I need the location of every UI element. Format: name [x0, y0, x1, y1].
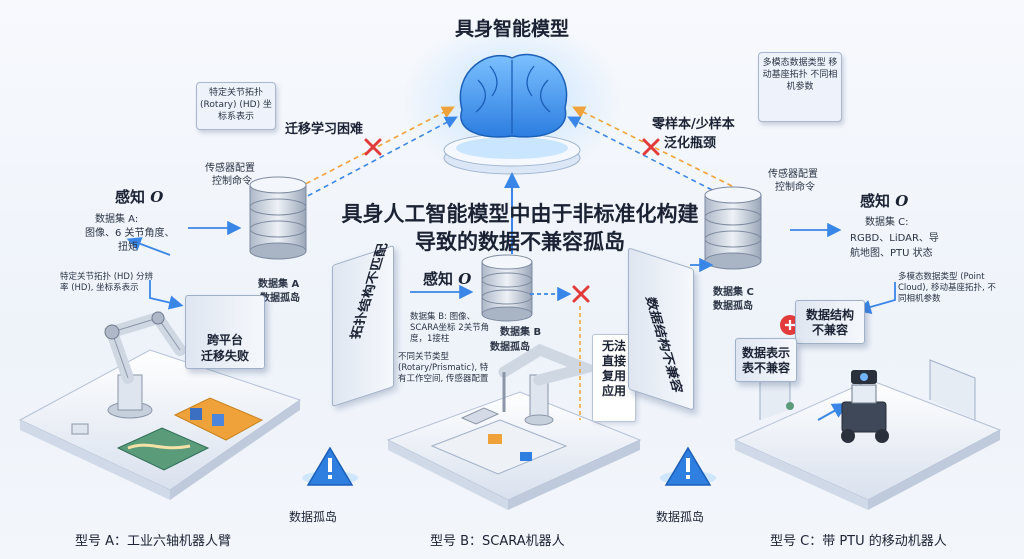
model-c-label: 型号 C：带 PTU 的移动机器人 — [770, 534, 947, 549]
model-a-label: 型号 A：工业六轴机器人臂 — [75, 534, 232, 549]
dataset-b-island-label: 数据孤岛 — [490, 342, 530, 353]
incompatible-label: 不兼容 — [811, 323, 848, 337]
brain-model-icon — [402, 20, 622, 180]
topology-mismatch-wall: 拓扑结构不匹配 — [332, 243, 394, 408]
left-sensor-config: 传感器配置 — [205, 163, 255, 174]
left-control-command: 控制命令 — [212, 176, 252, 187]
dataset-b-label: 数据集 B — [500, 327, 542, 338]
flow-arrows — [126, 220, 896, 314]
data-representation-label: 数据表示 — [741, 346, 790, 360]
data-structure-label: 数据结构 — [805, 308, 854, 322]
database-a-icon — [249, 176, 307, 260]
right-dataset-desc-3: 航地图、PTU 状态 — [850, 248, 933, 259]
cross-platform-label: 跨平台 — [206, 333, 243, 347]
platform-middle — [386, 306, 642, 510]
left-perception-label: 感知 O — [115, 188, 164, 206]
cross-platform-fail-panel: 跨平台 迁移失败 — [185, 295, 265, 369]
right-data-island-label: 数据孤岛 — [656, 510, 705, 524]
middle-dataset-desc: 数据集 B: 图像、SCARA坐标 2关节角度，1接柱 — [410, 312, 490, 344]
platform-right — [733, 359, 1002, 510]
left-data-island-label: 数据孤岛 — [289, 510, 338, 524]
transfer-fail-label: 迁移失败 — [200, 349, 249, 363]
center-title: 具身人工智能模型中由于非标准化构建导致的数据不兼容孤岛 — [341, 202, 699, 254]
diagram-title: 具身智能模型 — [454, 18, 569, 40]
right-sensor-config: 传感器配置 — [768, 169, 818, 180]
left-dataset-desc-2: 图像、6 关节角度、 — [85, 228, 175, 239]
structure-incompatible-label: 数据结构不兼容 — [642, 296, 685, 393]
model-b-label: 型号 B：SCARA机器人 — [430, 534, 565, 549]
representation-incompatible-label: 表不兼容 — [741, 361, 790, 375]
topology-mismatch-label: 拓扑结构不匹配 — [348, 243, 391, 340]
data-structure-fail-panel: 数据结构 不兼容 — [795, 300, 865, 344]
left-dataset-desc-1: 数据集 A: — [95, 214, 139, 225]
structure-incompatible-wall: 数据结构不兼容 — [628, 247, 694, 411]
left-topology-tag: 特定关节拓扑 (Rotary) (HD) 坐标系表示 — [196, 82, 276, 130]
right-control-command: 控制命令 — [775, 182, 815, 193]
left-topology-note: 特定关节拓扑 (HD) 分辨率 (HD), 坐标系表示 — [60, 272, 153, 293]
dataset-c-island-label: 数据孤岛 — [713, 301, 753, 312]
right-dataset-desc-2: RGBD、LiDAR、导 — [850, 233, 939, 244]
dataset-a-island-label: 数据孤岛 — [260, 293, 300, 304]
right-modality-tag: 多模态数据类型 移动基座拓扑 不同相机参数 — [758, 52, 842, 122]
generalization-label: 泛化瓶颈 — [664, 136, 717, 151]
right-modality-note: 多模态数据类型 (Point Cloud), 移动基座拓扑, 不同相机参数 — [898, 272, 996, 304]
right-dataset-desc-1: 数据集 C: — [865, 217, 909, 228]
error-x-icons — [364, 138, 660, 303]
dataset-c-label: 数据集 C — [713, 287, 754, 298]
middle-perception-label: 感知 O — [423, 270, 472, 288]
warning-icons — [302, 446, 716, 486]
dataset-a-label: 数据集 A — [258, 279, 300, 290]
zero-shot-label: 零样本/少样本 — [652, 117, 735, 132]
platform-left — [18, 310, 302, 500]
database-c-icon — [704, 186, 762, 270]
transfer-learning-label: 迁移学习困难 — [285, 122, 364, 137]
data-representation-fail-panel: 数据表示 表不兼容 — [735, 338, 797, 382]
database-b-icon — [481, 254, 533, 322]
right-perception-label: 感知 O — [860, 192, 909, 210]
middle-topology-note: 不同关节类型 (Rotary/Prismatic), 特有工作空间, 传感器配置 — [398, 352, 489, 384]
left-dataset-desc-3: 扭矩 — [118, 242, 138, 253]
